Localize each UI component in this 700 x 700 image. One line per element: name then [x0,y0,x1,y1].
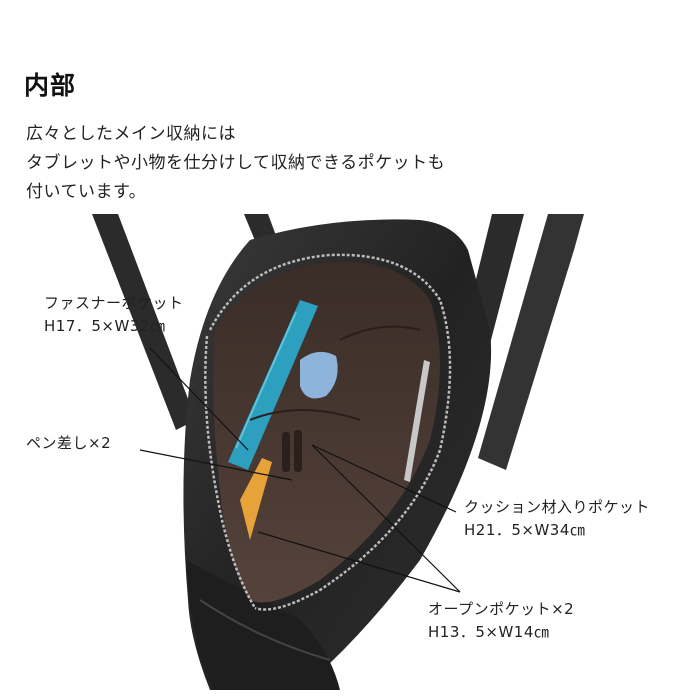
zipper-track [208,253,452,611]
callout-size: H21．5×W34㎝ [464,521,586,539]
callout-name: クッション材入りポケット [464,498,651,516]
callout-name: ペン差し×2 [26,434,112,452]
bag-lining [213,261,440,603]
tablet-sleeve [228,300,318,470]
leader-zipper-pocket [149,347,249,451]
leader-open-pocket-1 [311,444,461,593]
folded-cloth [300,351,338,399]
intro-line: 付いています。 [26,182,147,202]
callout-open-pocket: オープンポケット×2 H13．5×W14㎝ [428,598,574,644]
intro-line: 広々としたメイン収納には [26,124,236,144]
pen-holder-1 [282,432,290,472]
leader-open-pocket-2 [257,531,461,593]
callout-pen-holder: ペン差し×2 [26,432,111,455]
leader-cushion-pocket [311,444,457,513]
callout-name: オープンポケット×2 [428,600,575,618]
leader-pen-holder [139,449,293,481]
tablet-device [404,360,430,482]
bag-handle-right-outer [478,214,584,470]
callout-size: H13．5×W14㎝ [428,623,550,641]
notebook [240,458,272,540]
bag-front-panel [186,560,340,690]
pen-holder-2 [294,430,302,472]
intro-text: 広々としたメイン収納には タブレットや小物を仕分けして収納できるポケットも 付い… [26,120,445,207]
bag-handle-left [92,214,196,430]
callout-name: ファスナーポケット [44,294,184,312]
callout-zipper-pocket: ファスナーポケット H17．5×W32㎝ [44,292,184,338]
intro-line: タブレットや小物を仕分けして収納できるポケットも [26,153,446,173]
callout-cushion-pocket: クッション材入りポケット H21．5×W34㎝ [464,496,650,542]
callout-size: H17．5×W32㎝ [44,317,166,335]
section-heading: 内部 [24,71,77,100]
